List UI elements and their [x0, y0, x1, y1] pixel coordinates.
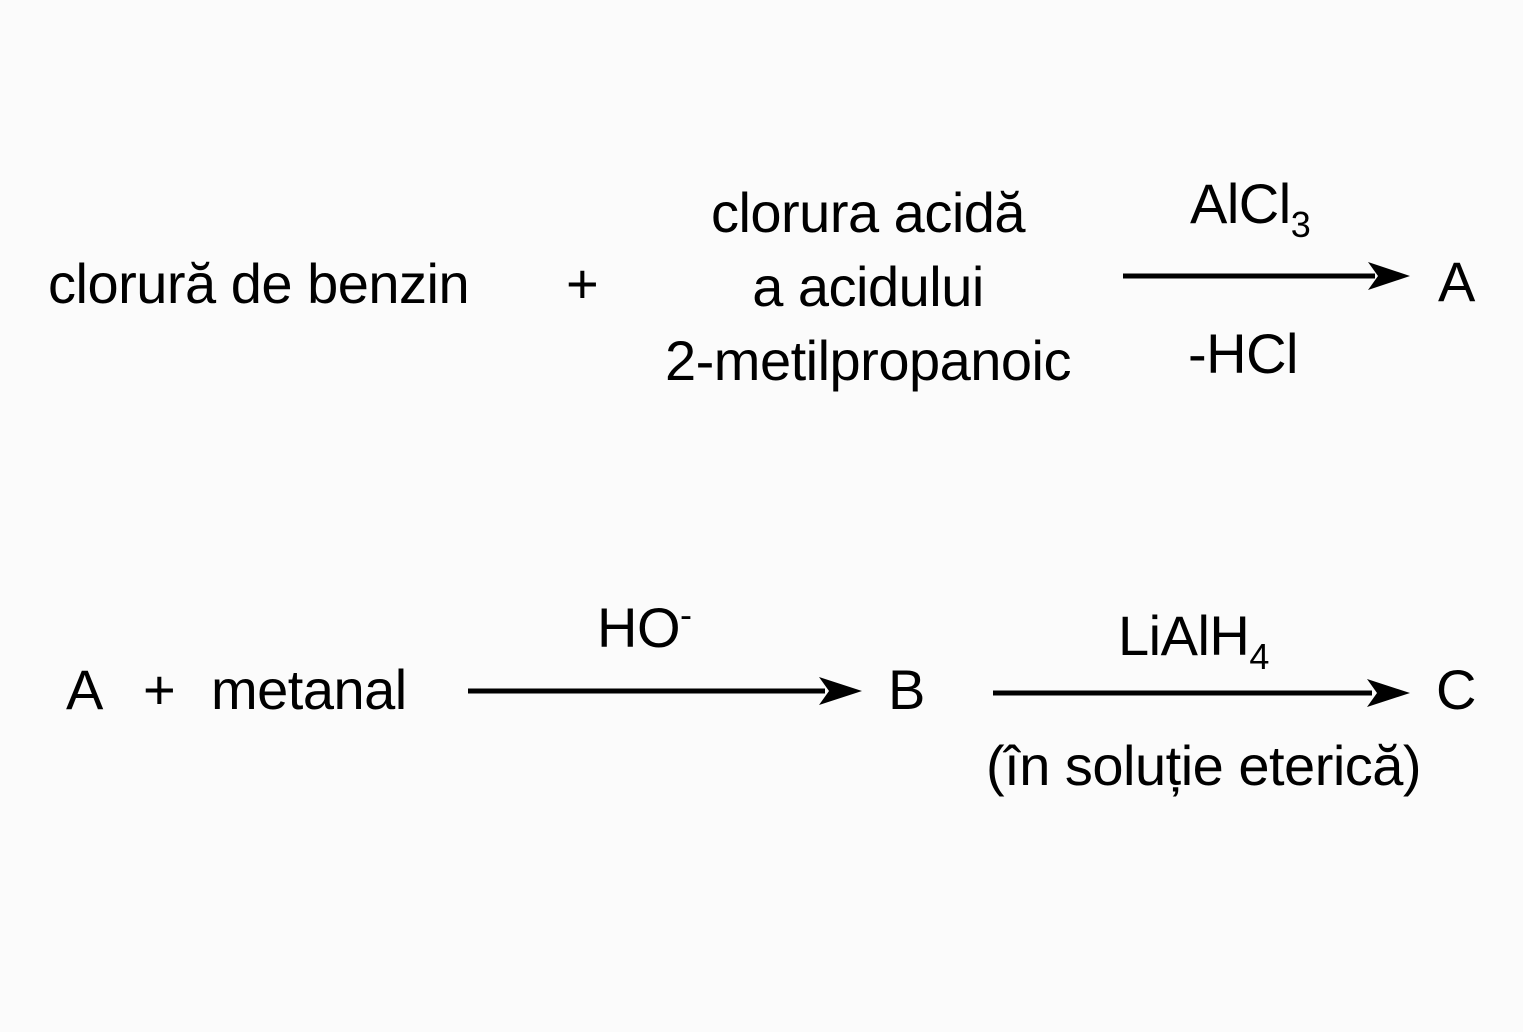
- reagent-hydroxide-formula: HO: [597, 596, 681, 659]
- product-c: C: [1436, 658, 1476, 721]
- reagent-hydroxide-charge: -: [680, 594, 692, 635]
- catalyst-label: AlCl3: [1190, 176, 1311, 243]
- byproduct-label: -HCl: [1188, 322, 1298, 385]
- reaction-arrow-2: [468, 677, 862, 705]
- catalyst-subscript: 3: [1290, 204, 1311, 245]
- reaction-arrow-1: [1123, 262, 1410, 290]
- reactant-acid-chloride-line-3: 2-metilpropanoic: [665, 329, 1071, 392]
- reagent-hydroxide: HO-: [597, 597, 692, 656]
- reaction-arrow-3: [993, 679, 1410, 707]
- product-a: A: [1438, 250, 1475, 313]
- reactant-a: A: [66, 658, 103, 721]
- reagent-lialh4: LiAlH4: [1118, 608, 1269, 675]
- reactant-acid-chloride: clorura acidă a acidului 2-metilpropanoi…: [665, 176, 1071, 398]
- reagent-lialh4-subscript: 4: [1249, 636, 1269, 677]
- reagent-lialh4-formula: LiAlH: [1118, 604, 1250, 667]
- catalyst-formula: AlCl: [1190, 172, 1291, 235]
- reactant-acid-chloride-line-1: clorura acidă: [710, 181, 1026, 244]
- plus-sign: +: [566, 252, 599, 315]
- reactant-methanal: metanal: [211, 658, 407, 721]
- reactant-benzyl-chloride: clorură de benzin: [48, 252, 470, 315]
- reaction-condition: (în soluție eterică): [986, 734, 1422, 797]
- intermediate-b: B: [888, 658, 925, 721]
- reactant-acid-chloride-line-2: a acidului: [752, 255, 984, 318]
- plus-sign: +: [143, 658, 176, 721]
